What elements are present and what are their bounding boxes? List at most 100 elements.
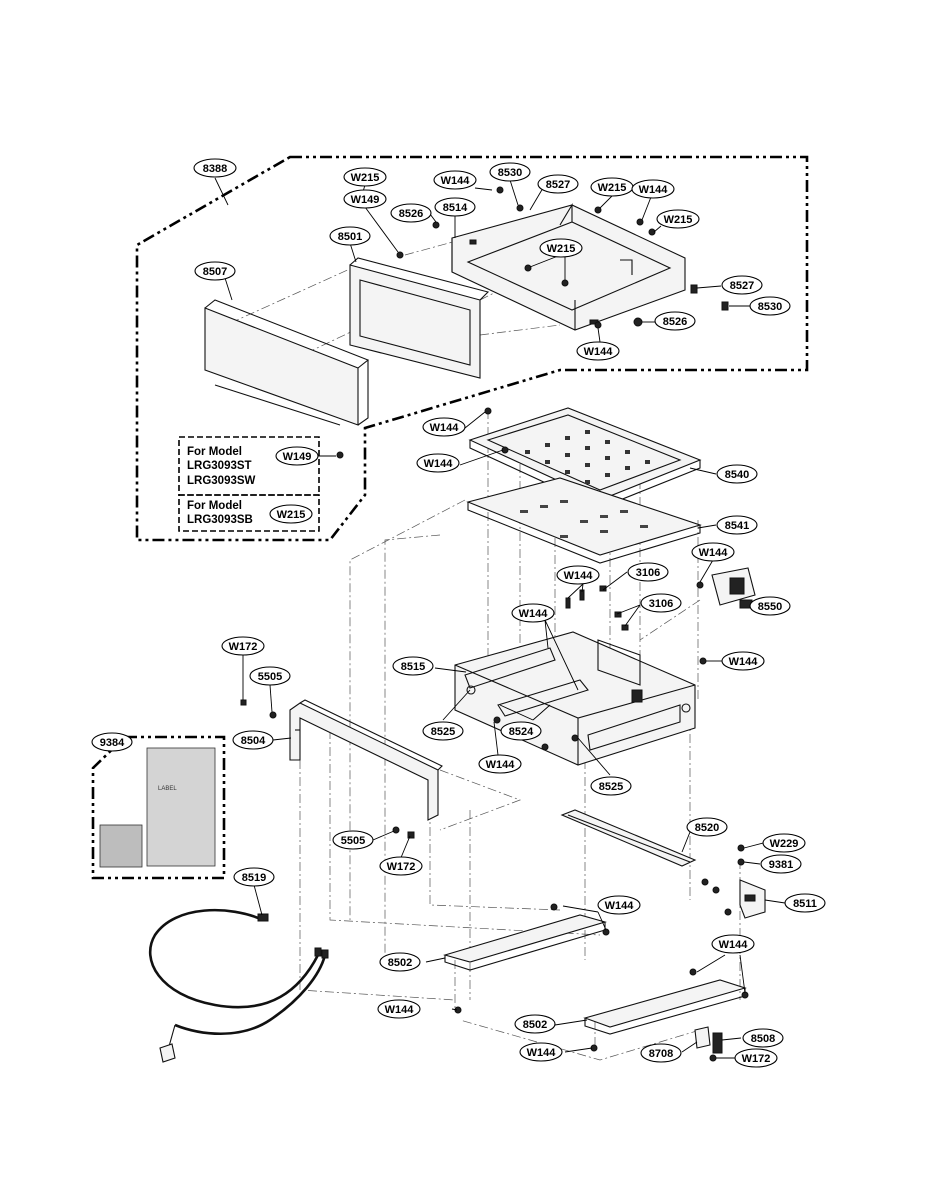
chassis-box-8515	[454, 631, 696, 766]
callout-label: W144	[430, 422, 460, 434]
callout-label: W172	[387, 861, 416, 873]
callout-8550: 8550	[749, 596, 791, 616]
callout-8519: 8519	[233, 867, 275, 887]
model-note-heading: For Model	[187, 500, 242, 512]
callout-w144-a: W144	[433, 170, 477, 190]
callout-w144-g: W144	[556, 565, 600, 585]
model-note-boxes	[178, 436, 320, 532]
callout-label: 8511	[793, 898, 817, 910]
callout-label: W144	[719, 939, 749, 951]
callout-label: 8504	[241, 735, 266, 747]
callout-8527-b: 8527	[721, 275, 763, 295]
leveler-parts	[694, 1026, 723, 1062]
side-frame-8504	[240, 699, 443, 839]
label-sheet-9384: LABEL	[99, 747, 216, 868]
callout-w144-f: W144	[691, 542, 735, 562]
wire-harness-8519	[149, 908, 329, 1063]
drawer-tray	[451, 203, 686, 331]
model-number: LRG3093ST	[187, 460, 252, 472]
callout-w172-b: W172	[379, 856, 423, 876]
callout-8530-a: 8530	[489, 162, 531, 182]
callout-8524: 8524	[500, 721, 542, 741]
callout-label: W144	[584, 346, 614, 358]
callout-8511: 8511	[784, 893, 826, 913]
callout-label: W144	[729, 656, 759, 668]
callout-label: W144	[639, 184, 669, 196]
callout-label: 8526	[663, 316, 687, 328]
callout-8388: 8388	[193, 158, 237, 178]
callout-8514: 8514	[434, 197, 476, 217]
callout-label: W215	[277, 509, 306, 521]
callout-label: W144	[699, 547, 729, 559]
callout-w215-c: W215	[656, 209, 700, 229]
callout-label: W215	[598, 182, 627, 194]
callout-8502-b: 8502	[514, 1014, 556, 1034]
callout-label: W215	[547, 243, 576, 255]
callout-9384: 9384	[91, 732, 133, 752]
bracket-8511	[701, 878, 766, 919]
callout-label: 8388	[203, 163, 227, 175]
callout-w144-h: W144	[721, 651, 765, 671]
insulation-plate-8541	[466, 477, 702, 564]
callout-3106-b: 3106	[640, 593, 682, 613]
model-notes: For Model LRG3093ST LRG3093SW For Model …	[187, 446, 256, 526]
callout-label: 8530	[758, 301, 782, 313]
callout-label: W149	[351, 194, 380, 206]
callout-8527-a: 8527	[537, 174, 579, 194]
chassis-screws	[484, 407, 707, 665]
callout-label: 8525	[599, 781, 623, 793]
callout-label: 8501	[338, 231, 362, 243]
callout-label: 8525	[431, 726, 455, 738]
callout-label: W144	[605, 900, 635, 912]
callout-8525-b: 8525	[590, 776, 632, 796]
callout-w172-c: W172	[734, 1048, 778, 1068]
callout-label: W215	[351, 172, 380, 184]
model-number: LRG3093SW	[187, 475, 256, 487]
callout-8526-b: 8526	[654, 311, 696, 331]
callout-label: 8515	[401, 661, 425, 673]
callout-label: 3106	[636, 567, 660, 579]
callout-label: 8527	[730, 280, 754, 292]
callout-label: 8519	[242, 872, 266, 884]
callout-w215-d: W215	[539, 238, 583, 258]
callout-label: 8524	[509, 726, 534, 738]
callout-w215-a: W215	[343, 167, 387, 187]
callout-w144-m: W144	[377, 999, 421, 1019]
callout-label: 5505	[341, 835, 365, 847]
callout-label: 5505	[258, 671, 282, 683]
igniter-8550	[696, 567, 756, 609]
model-note-heading: For Model	[187, 446, 242, 458]
callout-w215-e: W215	[269, 504, 313, 524]
rail-8502-upper	[443, 903, 610, 971]
callout-8541: 8541	[716, 515, 758, 535]
callout-label: 8508	[751, 1033, 775, 1045]
burner-8520	[560, 809, 745, 867]
callout-8502-a: 8502	[379, 952, 421, 972]
callout-label: 3106	[649, 598, 673, 610]
callout-w144-e: W144	[416, 453, 460, 473]
callout-8520: 8520	[686, 817, 728, 837]
callout-8501: 8501	[329, 226, 371, 246]
callout-w144-i: W144	[511, 603, 555, 623]
callout-8507: 8507	[194, 261, 236, 281]
callout-label: W144	[385, 1004, 415, 1016]
callout-w144-b: W144	[631, 179, 675, 199]
callout-8530-b: 8530	[749, 296, 791, 316]
callout-label: W229	[770, 838, 799, 850]
callout-label: W172	[742, 1053, 771, 1065]
callout-label: 9384	[100, 737, 125, 749]
callout-8526-a: 8526	[390, 203, 432, 223]
leader-lines	[111, 177, 786, 1059]
callout-label: W144	[519, 608, 549, 620]
callout-w229: W229	[762, 833, 806, 853]
callout-5505-b: 5505	[332, 830, 374, 850]
callout-w144-c: W144	[576, 341, 620, 361]
callout-8508: 8508	[742, 1028, 784, 1048]
callout-label: 8708	[649, 1048, 673, 1060]
callout-label: 8502	[388, 957, 412, 969]
callout-label: W144	[527, 1047, 557, 1059]
callout-label: 8527	[546, 179, 570, 191]
callout-label: W172	[229, 641, 258, 653]
callout-label: 8530	[498, 167, 522, 179]
